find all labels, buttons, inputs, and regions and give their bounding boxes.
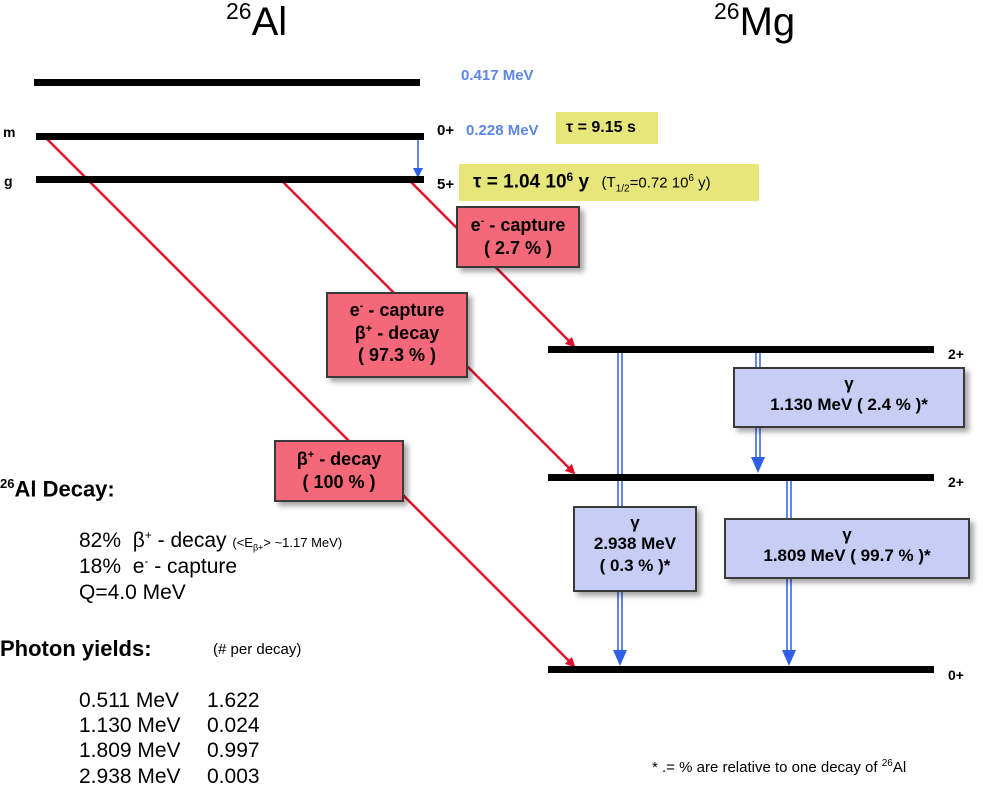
mg-level-0plus xyxy=(548,666,934,673)
beta-plus-arrow xyxy=(43,135,576,668)
summary-line-q: Q=4.0 MeV xyxy=(79,581,186,604)
gamma-1809-arrowhead xyxy=(782,650,796,666)
ec-beta-box: e- - capture β+ - decay ( 97.3 % ) xyxy=(326,292,468,378)
al-level-m xyxy=(36,133,424,140)
tau-m-box: τ = 9.15 s xyxy=(556,112,658,144)
mg26-header: 26Mg xyxy=(714,0,796,44)
gamma-1809-box: γ 1.809 MeV ( 99.7 % )* xyxy=(724,518,970,579)
spin-m: 0+ xyxy=(437,122,455,139)
al-decay-title: 26Al Decay: xyxy=(0,476,115,502)
gamma-2938-box: γ 2.938 MeV ( 0.3 % )* xyxy=(573,506,697,592)
gamma-2938-arrowhead xyxy=(613,650,627,666)
ec-capture-box: e- - capture ( 2.7 % ) xyxy=(456,206,580,268)
summary-line-beta: 82% β+ - decay (<Eβ+> ~1.17 MeV) xyxy=(79,528,343,553)
spin-0plus: 0+ xyxy=(948,667,964,683)
footnote: * .= % are relative to one decay of 26Al xyxy=(652,758,907,776)
mg-level-2plus-upper xyxy=(548,346,934,353)
beta-plus-box: β+ - decay ( 100 % ) xyxy=(274,440,404,502)
mg-level-2plus-lower xyxy=(548,474,934,481)
energy-0228: 0.228 MeV xyxy=(466,122,539,139)
spin-2plus-lower: 2+ xyxy=(948,474,964,490)
al-level-g xyxy=(36,176,424,183)
tau-g-text: τ = 1.04 106 y (T1/2=0.72 106 y) xyxy=(473,170,711,195)
gamma-1130-arrowhead xyxy=(751,457,765,473)
photon-yields-title: Photon yields: xyxy=(0,636,152,661)
al26-header: 26Al xyxy=(226,0,288,44)
spin-2plus-upper: 2+ xyxy=(948,346,964,362)
label-g: g xyxy=(4,173,13,189)
spin-g: 5+ xyxy=(437,176,455,193)
tau-g-box: τ = 1.04 106 y (T1/2=0.72 106 y) xyxy=(459,164,759,201)
gamma-1130-box: γ 1.130 MeV ( 2.4 % )* xyxy=(733,367,965,428)
label-m: m xyxy=(3,124,16,140)
photon-yields-note: (# per decay) xyxy=(213,641,302,658)
energy-0417: 0.417 MeV xyxy=(461,67,534,84)
al-level-0417 xyxy=(34,79,420,86)
tau-m-text: τ = 9.15 s xyxy=(566,119,636,136)
summary-line-ec: 18% e- - capture xyxy=(79,554,238,578)
